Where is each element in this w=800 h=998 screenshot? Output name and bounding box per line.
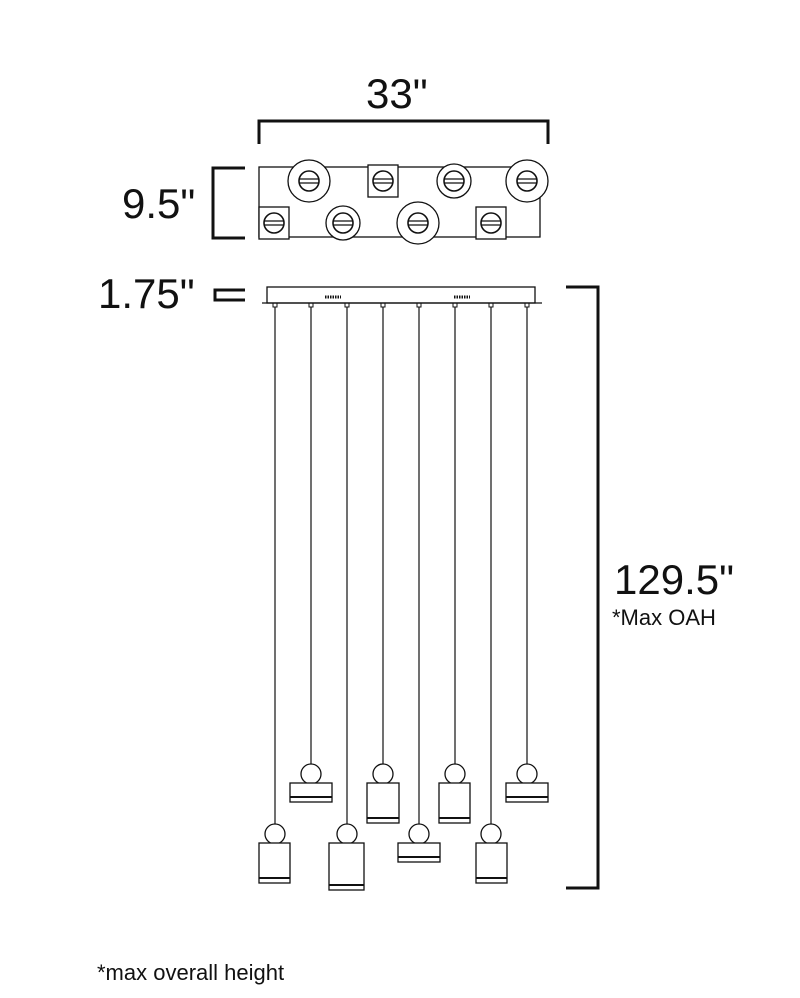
pendant-cylinder-shade	[328, 842, 365, 891]
overall-height-bracket	[566, 285, 600, 890]
top-view-canopy	[258, 166, 541, 238]
top-view-socket-bar	[481, 220, 501, 226]
pendant-disc-shade	[505, 782, 549, 803]
top-view-socket-bar	[264, 220, 284, 226]
pendant-socket-ball	[408, 823, 430, 845]
pendant-socket-ball	[516, 763, 538, 785]
top-view-socket-bar	[299, 178, 319, 184]
pendant-socket-ball	[372, 763, 394, 785]
top-view-socket-bar	[444, 178, 464, 184]
pendant-socket-ball	[264, 823, 286, 845]
overall-height-note: *Max OAH	[612, 605, 716, 630]
top-view-socket	[332, 212, 354, 234]
top-view-round-shade	[505, 159, 549, 203]
top-view-socket	[407, 212, 429, 234]
side-view-canopy	[266, 286, 536, 304]
top-view-round-shade	[396, 201, 440, 245]
pendant-socket-ball	[336, 823, 358, 845]
pendant-socket-ball	[300, 763, 322, 785]
top-view-socket	[372, 170, 394, 192]
top-view-socket-bar	[373, 178, 393, 184]
width-label: 33"	[366, 70, 428, 117]
top-view-socket-bar	[517, 178, 537, 184]
top-view-socket	[480, 212, 502, 234]
top-view-round-shade	[325, 205, 361, 241]
pendant-disc-shade	[397, 842, 441, 863]
depth-label: 9.5"	[122, 180, 196, 227]
top-view-round-shade	[436, 163, 472, 199]
pendant-socket-ball	[480, 823, 502, 845]
canopy-height-bracket	[213, 288, 245, 302]
top-view-socket	[298, 170, 320, 192]
top-view-socket-bar	[408, 220, 428, 226]
top-view-socket-bar	[333, 220, 353, 226]
top-view-socket	[443, 170, 465, 192]
canopy-height-label: 1.75"	[98, 270, 195, 317]
overall-height-label: 129.5"	[614, 556, 735, 603]
pendant-cylinder-shade	[438, 782, 471, 824]
top-view-socket	[516, 170, 538, 192]
pendant-cylinder-shade	[258, 842, 291, 884]
depth-dimension-bracket	[211, 166, 245, 240]
pendant-cylinder-shade	[366, 782, 400, 824]
pendant-cylinder-shade	[475, 842, 508, 884]
pendant-disc-shade	[289, 782, 333, 803]
width-dimension-bracket	[257, 119, 550, 144]
top-view-round-shade	[287, 159, 331, 203]
top-view-socket	[263, 212, 285, 234]
pendant-socket-ball	[444, 763, 466, 785]
footnote: *max overall height	[97, 960, 285, 985]
